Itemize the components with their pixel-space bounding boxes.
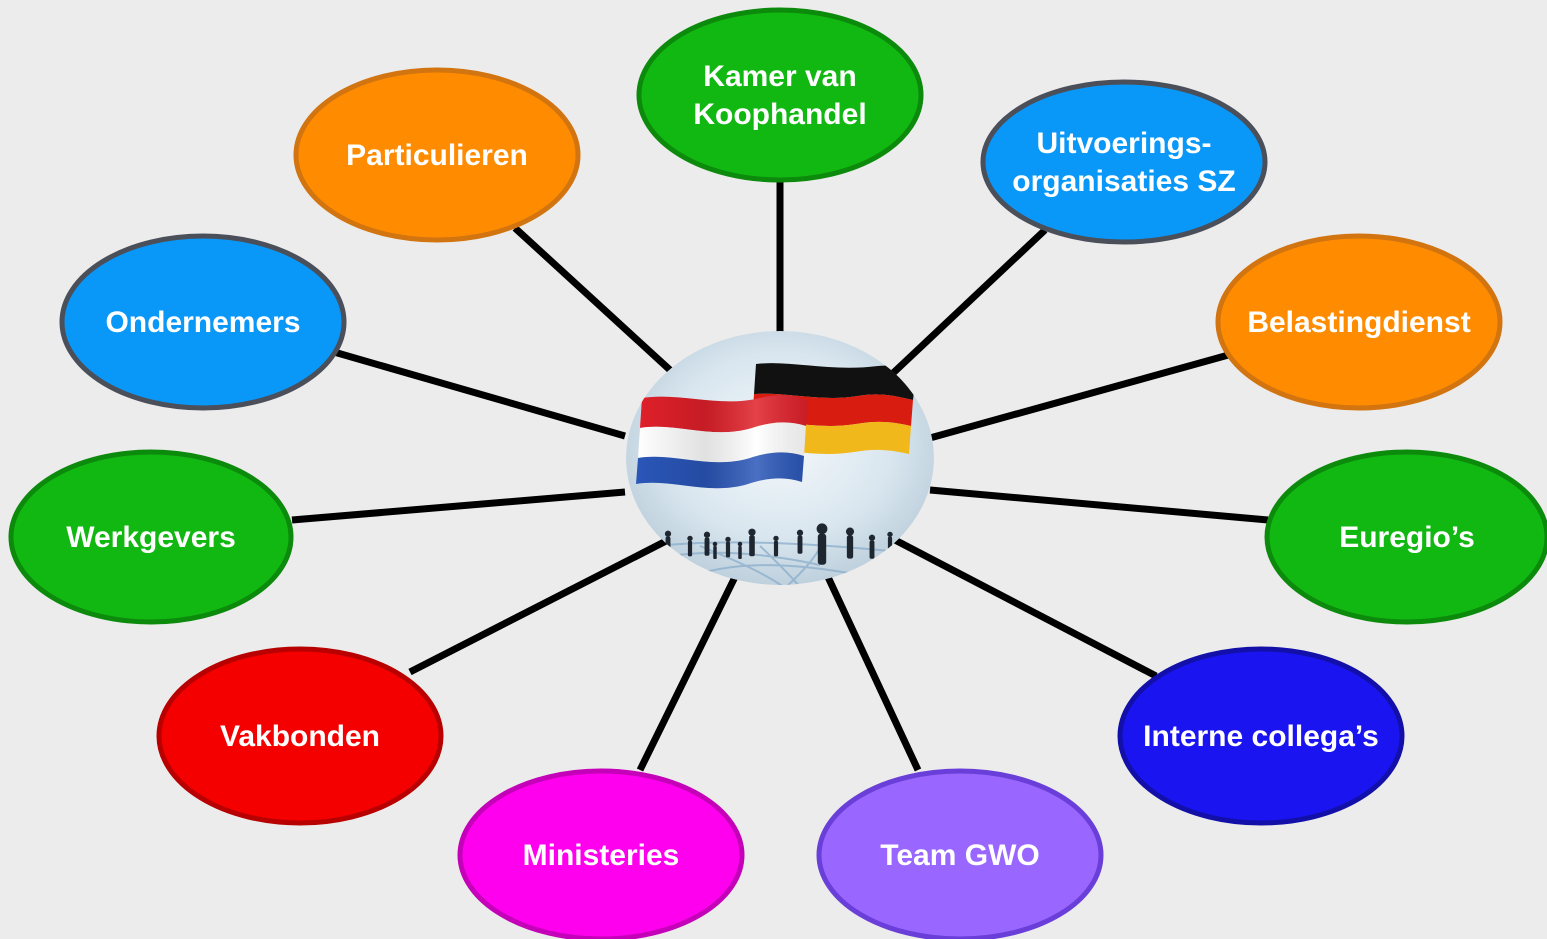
node-gwo: Team GWO [816,768,1104,939]
node-ellipse-particulieren [293,67,581,243]
node-label-vakbonden: Vakbonden [220,720,380,753]
person-head-icon [712,541,718,547]
person-head-icon [687,535,693,542]
connector-lines [291,180,1269,772]
node-label-intern: Interne collega’s [1143,720,1379,753]
person-body-icon [665,536,671,555]
person-head-icon [748,528,756,536]
person-body-icon [846,535,854,559]
node-label-kvk-line2: Koophandel [693,98,866,131]
person-body-icon [817,533,827,565]
person-head-icon [845,527,855,536]
person-head-icon [703,531,711,538]
center-flags-image [626,331,934,585]
person-head-icon [664,530,672,537]
node-ellipse-belasting [1215,233,1503,411]
node-ellipse-euregio [1264,449,1547,625]
netherlands-flag-icon [636,395,808,489]
connector-particulieren [512,225,673,373]
person-head-icon [773,535,779,542]
node-uitvoering: Uitvoerings-organisaties SZ [980,79,1268,245]
node-label-particulieren: Particulieren [346,139,528,172]
person-head-icon [868,534,876,541]
node-label-werkgevers: Werkgevers [66,521,236,554]
node-ellipse-kvk [636,7,924,183]
node-intern: Interne collega’s [1117,646,1405,826]
node-label-kvk-line1: Kamer van [703,60,856,93]
node-label-uitvoering-line2: organisaties SZ [1012,165,1235,198]
person-head-icon [737,541,743,547]
person-body-icon [713,546,717,559]
node-vakbonden: Vakbonden [156,646,444,826]
person-body-icon [704,537,710,556]
node-label-ondernemers: Ondernemers [105,306,300,339]
node-label-uitvoering-line1: Uitvoerings- [1036,127,1211,160]
person-head-icon [796,529,804,536]
node-ellipse-ondernemers [59,233,347,411]
connector-ministeries [636,575,739,772]
person-body-icon [869,540,875,559]
node-ministeries: Ministeries [457,768,745,939]
node-particulieren: Particulieren [293,67,581,243]
person-body-icon [738,546,742,559]
connector-intern [893,536,1158,680]
node-werkgevers: Werkgevers [8,449,294,625]
node-ellipse-uitvoering [980,79,1268,245]
person-head-icon [816,523,828,535]
connector-werkgevers [291,488,626,524]
node-ellipse-ministeries [457,768,745,939]
node-label-euregio: Euregio’s [1339,521,1475,554]
node-ondernemers: Ondernemers [59,233,347,411]
person-body-icon [725,541,731,558]
connector-vakbonden [408,536,670,676]
node-ellipse-intern [1117,646,1405,826]
node-label-ministeries: Ministeries [523,839,680,872]
connector-ondernemers [333,348,626,440]
person-body-icon [687,540,693,557]
person-body-icon [749,535,755,557]
person-head-icon [725,536,731,543]
node-label-gwo: Team GWO [880,839,1039,872]
node-belasting: Belastingdienst [1215,233,1503,411]
person-body-icon [887,536,893,553]
connector-belasting [929,350,1233,442]
node-label-belasting: Belastingdienst [1247,306,1470,339]
person-body-icon [797,535,803,554]
person-head-icon [887,531,893,538]
node-ellipse-werkgevers [8,449,294,625]
stakeholder-nodes: Kamer vanKoophandelUitvoerings-organisat… [8,7,1547,939]
connector-euregio [929,486,1269,524]
node-ellipse-vakbonden [156,646,444,826]
node-ellipse-gwo [816,768,1104,939]
connector-uitvoering [887,227,1048,379]
node-euregio: Euregio’s [1264,449,1547,625]
connector-gwo [824,575,922,772]
person-body-icon [773,540,779,557]
